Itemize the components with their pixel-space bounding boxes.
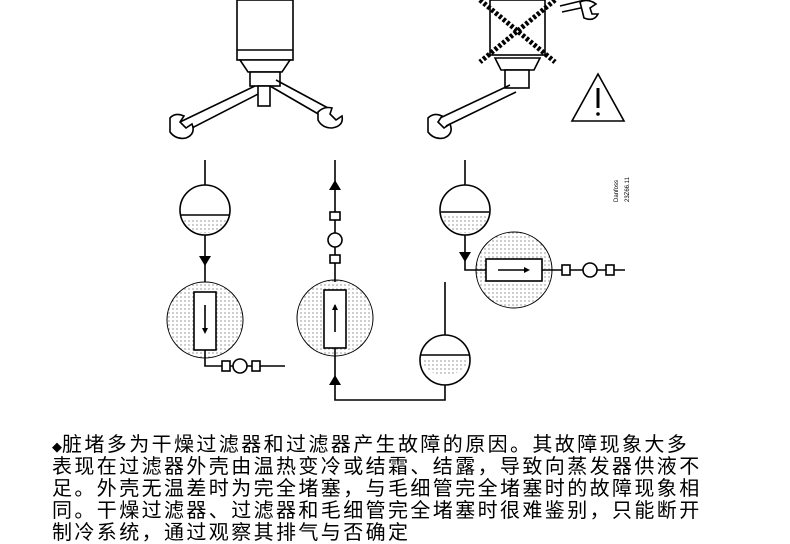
brand-label: Danfoss 23Z66.11 [614,176,631,202]
text-line-4: 同。干燥过滤器、过滤器和毛细管完全堵塞时很难鉴别，只能断开 [52,498,702,522]
brand-name: Danfoss [614,180,620,202]
text-line-1-content: 脏堵多为干燥过滤器和过滤器产生故障的原因。其故障现象大多 [62,432,690,456]
diagram-vertical-filter-down [166,160,285,374]
figure-code: 23Z66.11 [625,176,631,202]
diagram-vertical-filter-up [296,160,471,401]
text-line-3: 足。外壳无温差时为完全堵塞，与毛细管完全堵塞时的故障现象相 [52,476,702,500]
text-line-2: 表现在过滤器外壳由温热变冷或结霜、结露，导致向蒸发器供液不 [52,454,702,478]
refrigeration-filter-illustration: Danfoss 23Z66.11 [166,0,631,401]
text-line-5: 制冷系统，通过观察其排气与否确定 [52,520,411,544]
diagram-horizontal-filter [439,160,625,309]
filter-with-wrenches-left [169,0,344,140]
bullet-icon: ◆ [52,440,62,455]
crossed-filter-with-wrench [427,0,600,140]
text-line-1: ◆脏堵多为干燥过滤器和过滤器产生故障的原因。其故障现象大多 [52,433,772,455]
warning-triangle-icon [570,72,626,122]
description-text: ◆脏堵多为干燥过滤器和过滤器产生故障的原因。其故障现象大多 表现在过滤器外壳由温… [52,433,772,543]
